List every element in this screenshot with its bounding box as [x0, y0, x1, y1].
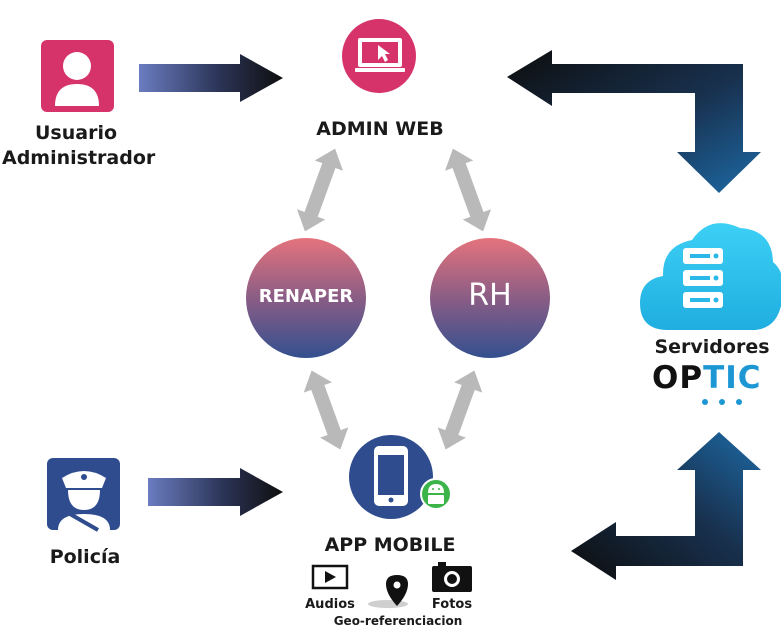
location-pin-icon — [368, 575, 408, 608]
admin-user-icon — [41, 40, 114, 112]
optic-letters-blue: TIC — [703, 360, 762, 396]
usuario-label-line1: Usuario — [34, 122, 118, 144]
smartphone-icon — [349, 435, 433, 519]
arrow-policia-to-app — [148, 468, 283, 516]
arrow-web-rh — [445, 148, 491, 232]
android-icon — [420, 478, 452, 510]
camera-icon — [432, 562, 472, 592]
monitor-cursor-icon — [342, 19, 416, 93]
audios-label: Audios — [305, 597, 355, 612]
cloud-server-icon — [640, 223, 781, 330]
play-video-icon — [311, 564, 349, 590]
app-mobile-label: APP MOBILE — [324, 534, 456, 556]
geo-label: Geo-referenciacion — [333, 614, 463, 628]
arrow-admin-to-web — [139, 54, 283, 102]
rh-label: RH — [468, 278, 512, 313]
arrow-web-renaper — [297, 148, 343, 232]
optic-letters-dark: OP — [652, 360, 704, 396]
fotos-label: Fotos — [431, 597, 473, 612]
renaper-circle — [246, 238, 366, 358]
arrow-renaper-app — [303, 370, 349, 450]
renaper-label: RENAPER — [258, 286, 354, 307]
police-officer-icon — [47, 458, 120, 532]
policia-label: Policía — [49, 546, 121, 568]
servidores-label: Servidores — [654, 336, 770, 358]
optic-logo: OPTIC — [652, 360, 781, 396]
arrow-rh-app — [437, 370, 483, 450]
optic-dots — [702, 399, 742, 405]
arrow-servers-to-web — [507, 50, 761, 193]
admin-web-label: ADMIN WEB — [316, 118, 444, 140]
rh-circle — [430, 238, 550, 358]
usuario-label-line2: Administrador — [2, 147, 156, 169]
arrow-servers-to-app — [571, 432, 761, 580]
